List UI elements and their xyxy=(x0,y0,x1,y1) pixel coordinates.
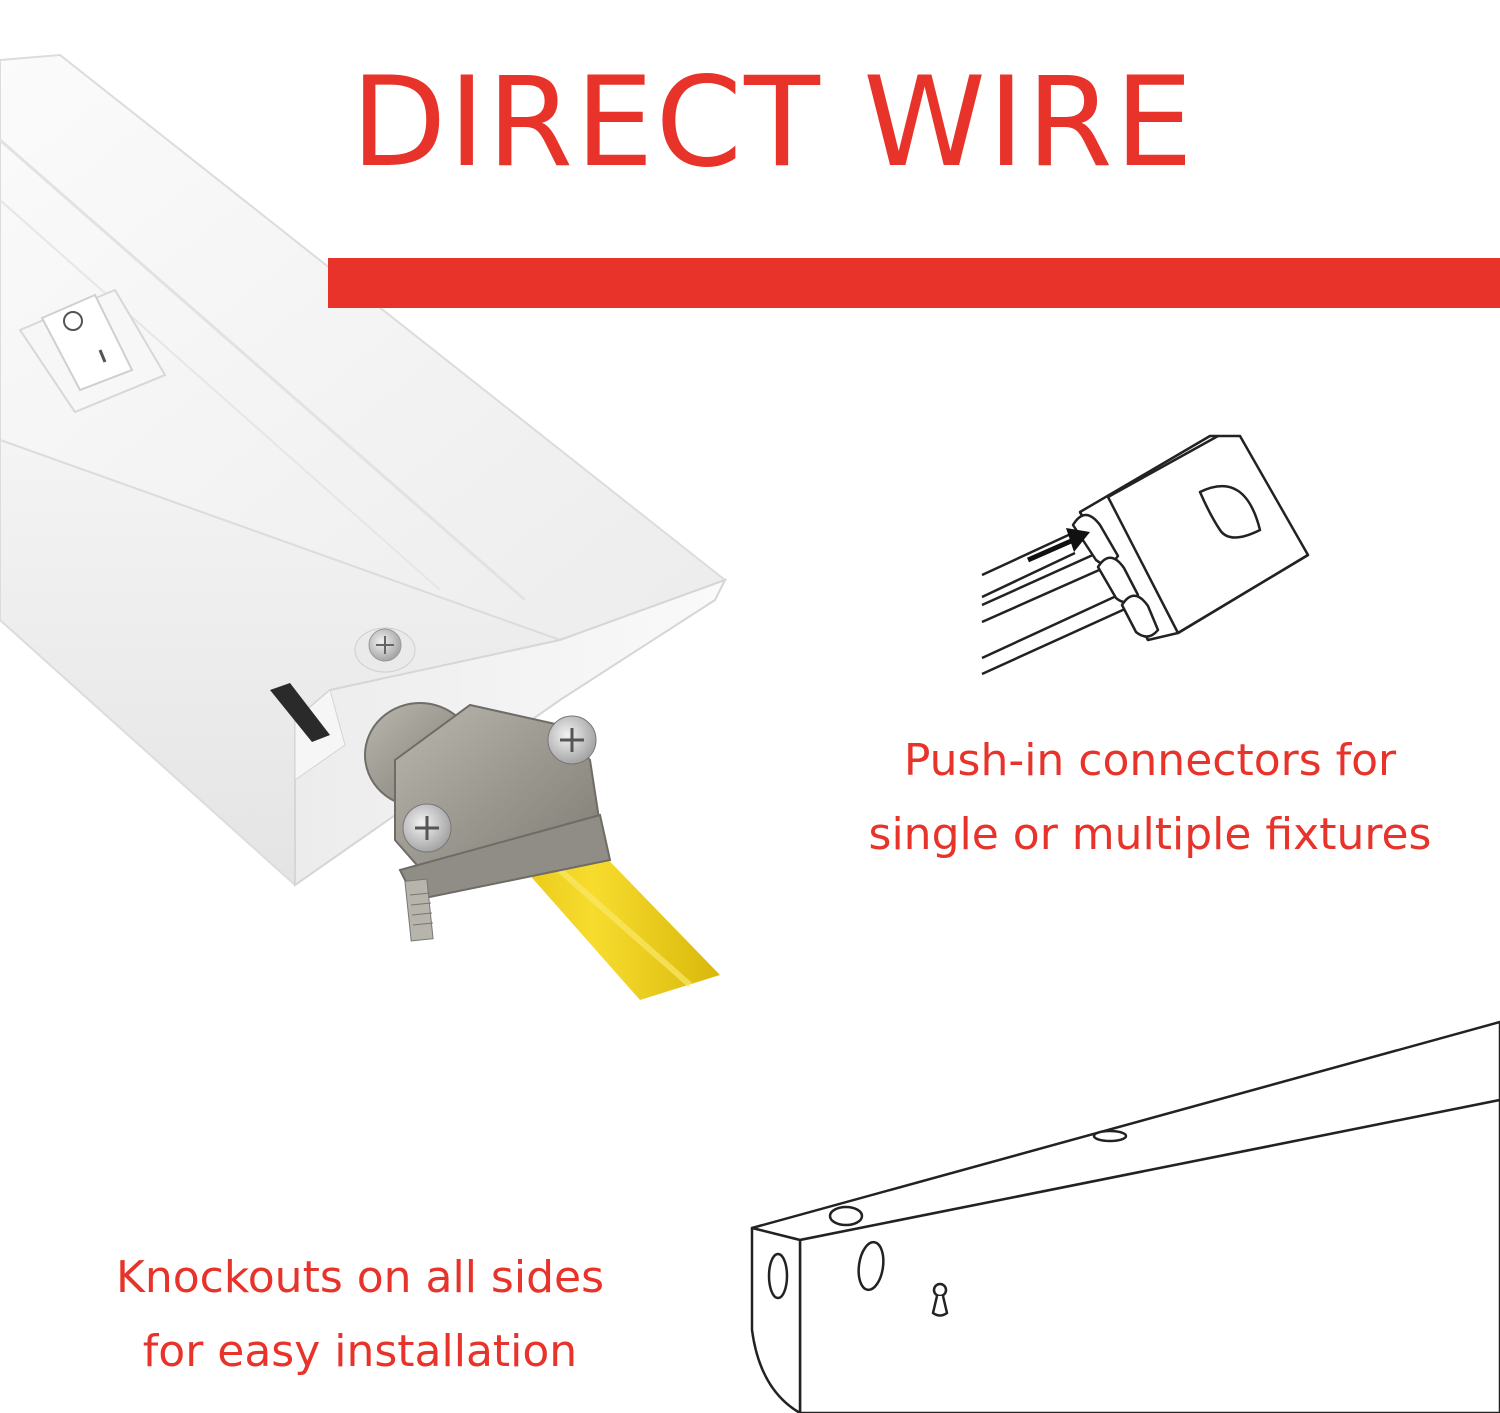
top-screw xyxy=(354,627,416,673)
knockout-slot xyxy=(270,683,330,742)
rocker-switch xyxy=(18,288,167,414)
feature-push-in-line1: Push-in connectors for xyxy=(903,735,1397,786)
accent-bar xyxy=(328,258,1500,308)
feature-knockouts-line1: Knockouts on all sides xyxy=(116,1252,604,1303)
feature-knockouts-line2: for easy installation xyxy=(142,1326,578,1377)
feature-knockouts-caption: Knockouts on all sides for easy installa… xyxy=(60,1241,660,1389)
cable-clamp xyxy=(364,702,612,942)
feature-push-in-caption: Push-in connectors for single or multipl… xyxy=(830,724,1470,872)
feature-push-in-line2: single or multiple fixtures xyxy=(868,809,1432,860)
page-title: DIRECT WIRE xyxy=(351,51,1195,195)
